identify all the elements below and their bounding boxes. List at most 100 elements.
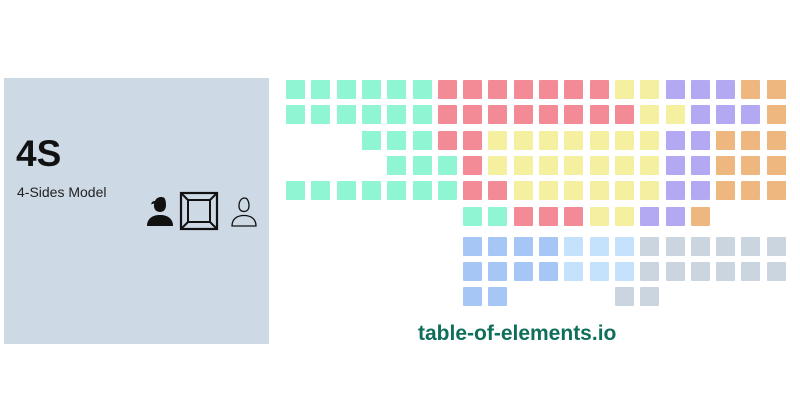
element-cell <box>539 105 558 125</box>
element-cell <box>564 80 584 99</box>
element-cell <box>589 155 609 175</box>
element-cell <box>463 130 483 150</box>
element-cell <box>614 80 634 99</box>
element-cell <box>766 155 786 175</box>
element-cell <box>361 105 381 125</box>
element-cell <box>716 155 736 175</box>
element-cell <box>488 130 508 150</box>
element-cell <box>513 105 533 125</box>
element-cell <box>463 80 483 99</box>
card-subtitle: 4-Sides Model <box>17 184 107 200</box>
element-cell <box>741 155 761 175</box>
element-cell <box>437 80 457 99</box>
element-cell <box>564 262 584 282</box>
element-cell <box>564 236 584 256</box>
element-cell <box>539 236 558 256</box>
element-cell <box>539 80 558 99</box>
element-cell <box>716 236 736 256</box>
brand-text[interactable]: table-of-elements.io <box>418 322 617 345</box>
element-cell <box>589 181 609 201</box>
element-cell <box>336 80 356 99</box>
element-cell <box>488 287 508 307</box>
element-cell <box>412 181 432 201</box>
element-cell <box>488 80 508 99</box>
element-cell <box>614 130 634 150</box>
element-cell <box>766 130 786 150</box>
element-cell <box>640 262 660 282</box>
element-cell <box>513 130 533 150</box>
element-cell <box>387 80 407 99</box>
element-cell <box>690 80 710 99</box>
element-cell <box>437 181 457 201</box>
element-cell <box>513 262 533 282</box>
element-cell <box>665 130 685 150</box>
element-cell <box>665 155 685 175</box>
person-filled-icon <box>147 197 173 226</box>
element-cell <box>336 105 356 125</box>
element-cell <box>311 181 331 201</box>
square-frame-icon <box>179 191 219 231</box>
element-cell <box>311 80 331 99</box>
element-cell <box>690 206 710 226</box>
element-cell <box>690 105 710 125</box>
element-cell <box>437 155 457 175</box>
element-cell <box>589 262 609 282</box>
element-cell <box>716 181 736 201</box>
element-cell <box>488 262 508 282</box>
element-cell <box>387 105 407 125</box>
element-cell <box>766 105 786 125</box>
element-cell <box>539 130 558 150</box>
element-cell <box>716 262 736 282</box>
card-title: 4S <box>16 133 62 174</box>
element-cell <box>614 155 634 175</box>
element-cell <box>539 206 558 226</box>
element-cell <box>589 130 609 150</box>
element-cell <box>387 155 407 175</box>
element-cell <box>589 80 609 99</box>
element-cell <box>513 80 533 99</box>
element-cell <box>766 181 786 201</box>
element-cell <box>716 80 736 99</box>
element-cell <box>589 206 609 226</box>
element-cell <box>614 206 634 226</box>
element-cell <box>766 80 786 99</box>
element-cell <box>665 105 685 125</box>
element-cell <box>665 236 685 256</box>
element-cell <box>463 105 483 125</box>
element-cell <box>614 181 634 201</box>
element-cell <box>361 130 381 150</box>
element-cell <box>539 155 558 175</box>
element-cell <box>716 105 736 125</box>
element-cell <box>665 262 685 282</box>
element-cell <box>640 181 660 201</box>
element-cell <box>437 130 457 150</box>
element-cell <box>488 155 508 175</box>
element-cell <box>513 206 533 226</box>
element-cell <box>513 155 533 175</box>
element-cell <box>690 130 710 150</box>
element-cell <box>387 130 407 150</box>
element-cell <box>311 105 331 125</box>
element-cell <box>716 130 736 150</box>
element-cell <box>463 206 483 226</box>
element-cell <box>614 287 634 307</box>
element-cell <box>614 236 634 256</box>
element-cell <box>463 155 483 175</box>
element-cell <box>539 181 558 201</box>
element-cell <box>766 236 786 256</box>
element-cell <box>665 206 685 226</box>
element-cell <box>690 236 710 256</box>
person-outline-icon <box>231 197 257 227</box>
element-cell <box>463 236 483 256</box>
element-cell <box>690 155 710 175</box>
element-cell <box>286 80 305 99</box>
element-cell <box>766 262 786 282</box>
element-cell <box>589 105 609 125</box>
element-cell <box>741 181 761 201</box>
element-cell <box>463 262 483 282</box>
element-cell <box>488 206 508 226</box>
element-cell <box>640 206 660 226</box>
element-cell <box>412 105 432 125</box>
element-cell <box>488 236 508 256</box>
element-cell <box>690 262 710 282</box>
